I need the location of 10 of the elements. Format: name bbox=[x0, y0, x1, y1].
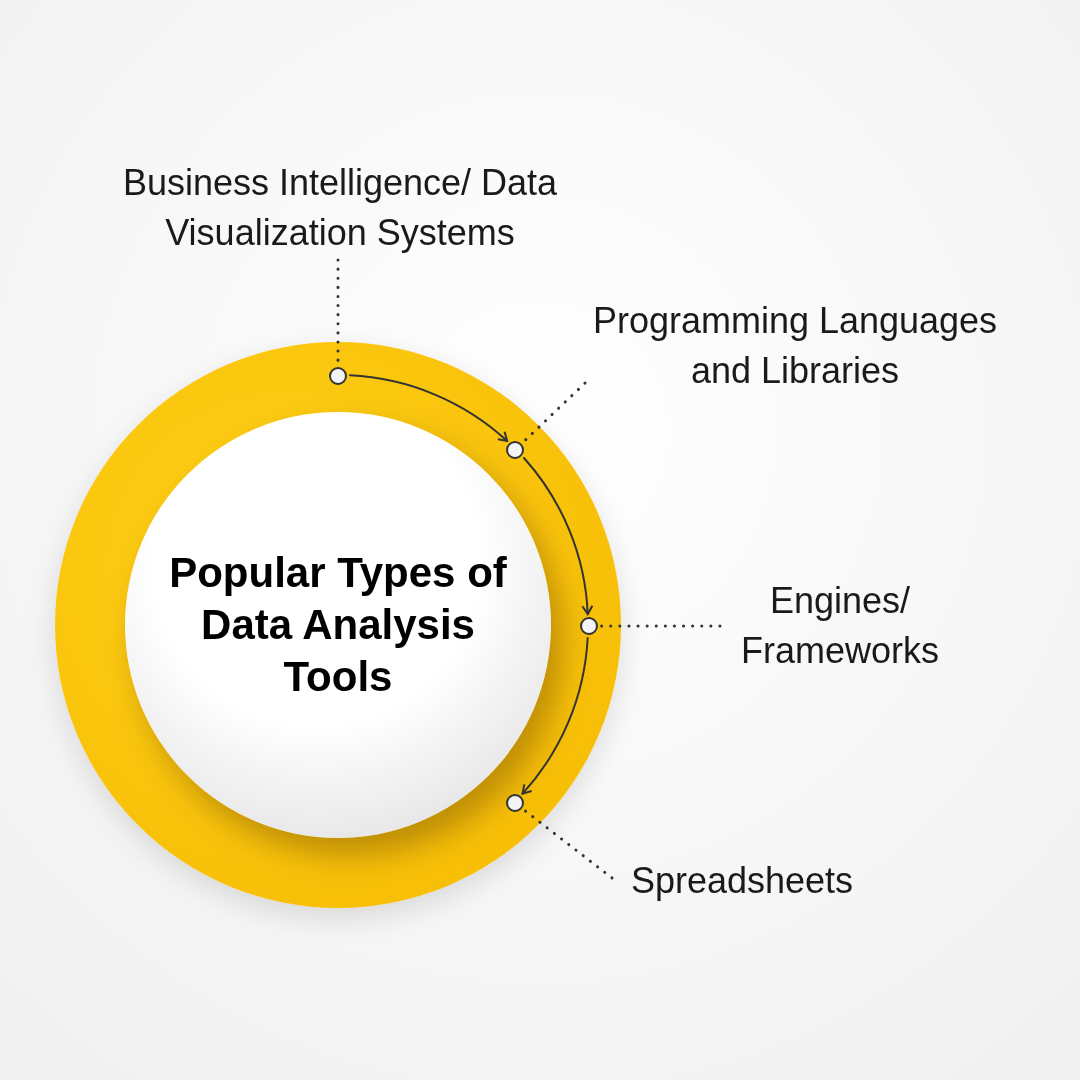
arrow bbox=[521, 637, 589, 795]
category-label: Programming Languages and Libraries bbox=[591, 299, 999, 393]
center-title: Popular Types of Data Analysis Tools bbox=[168, 548, 508, 702]
category-label: Engines/ Frameworks bbox=[740, 579, 940, 673]
category-label: Spreadsheets bbox=[630, 859, 854, 903]
category-label: Business Intelligence/ Data Visualization Systems bbox=[121, 160, 559, 255]
leader-line bbox=[521, 807, 614, 880]
leader-line bbox=[597, 624, 722, 628]
arrow bbox=[523, 456, 593, 615]
arrow bbox=[349, 374, 509, 442]
